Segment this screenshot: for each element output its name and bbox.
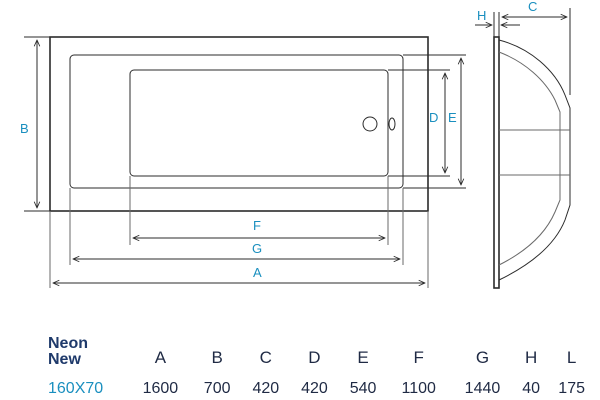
value-h: 40 (522, 380, 540, 397)
dim-label-d: D (429, 110, 438, 125)
model-name-line2: New (48, 351, 81, 368)
dim-label-a: A (253, 265, 262, 280)
dimension-b: B (20, 36, 50, 212)
column-header-e: E (357, 348, 369, 367)
tub-basin-bottom (129, 69, 389, 177)
table-row: 160X70 1600 700 420 420 540 1100 1440 40… (48, 368, 596, 398)
tub-outer-rim (49, 36, 429, 212)
column-header-h: H (524, 348, 538, 367)
column-header-b: B (211, 348, 223, 367)
value-c: 420 (252, 380, 280, 397)
value-b: 700 (203, 380, 231, 397)
drain-hole (362, 116, 378, 132)
side-rim (493, 36, 500, 289)
column-header-a: A (154, 348, 167, 367)
dimension-f: F (133, 218, 385, 238)
top-view: B D E F G (20, 36, 466, 288)
side-tub-inner-profile (498, 51, 561, 266)
value-d: 420 (301, 380, 328, 397)
dimension-g: G (73, 241, 400, 259)
tub-inner-rim (69, 54, 404, 189)
dimension-d: D (388, 69, 450, 177)
value-a: 1600 (142, 380, 179, 397)
column-header-f: F (413, 348, 424, 367)
value-e: 540 (349, 380, 377, 397)
dim-label-h: H (477, 8, 486, 23)
value-g: 1440 (464, 380, 501, 397)
column-header-c: C (259, 348, 272, 367)
model-size: 160X70 (48, 380, 104, 397)
dim-label-c: C (528, 0, 537, 14)
column-header-l: L (566, 348, 577, 367)
bathtub-technical-drawing: B D E F G (20, 0, 571, 289)
column-header-g: G (475, 348, 490, 367)
side-tub-profile (498, 39, 571, 281)
dim-label-f: F (253, 218, 261, 233)
dimension-e: E (403, 54, 466, 189)
dimensions-table: Neon New A B C D E F G H L 160X70 1600 7… (48, 330, 596, 398)
table-header-row: Neon New A B C D E F G H L (48, 330, 596, 368)
dim-label-e: E (448, 110, 457, 125)
column-header-d: D (308, 348, 321, 367)
model-name: Neon New (48, 330, 128, 368)
value-f: 1100 (401, 380, 436, 397)
overflow-slot (388, 117, 396, 131)
value-l: 175 (558, 380, 585, 397)
dimension-h: H (475, 8, 520, 37)
dimension-c: C (502, 0, 571, 95)
dim-label-g: G (252, 241, 262, 256)
dimension-a: A (53, 265, 425, 283)
side-view: H C (475, 0, 571, 289)
model-name-line1: Neon (48, 335, 88, 352)
dim-label-b: B (20, 121, 29, 136)
